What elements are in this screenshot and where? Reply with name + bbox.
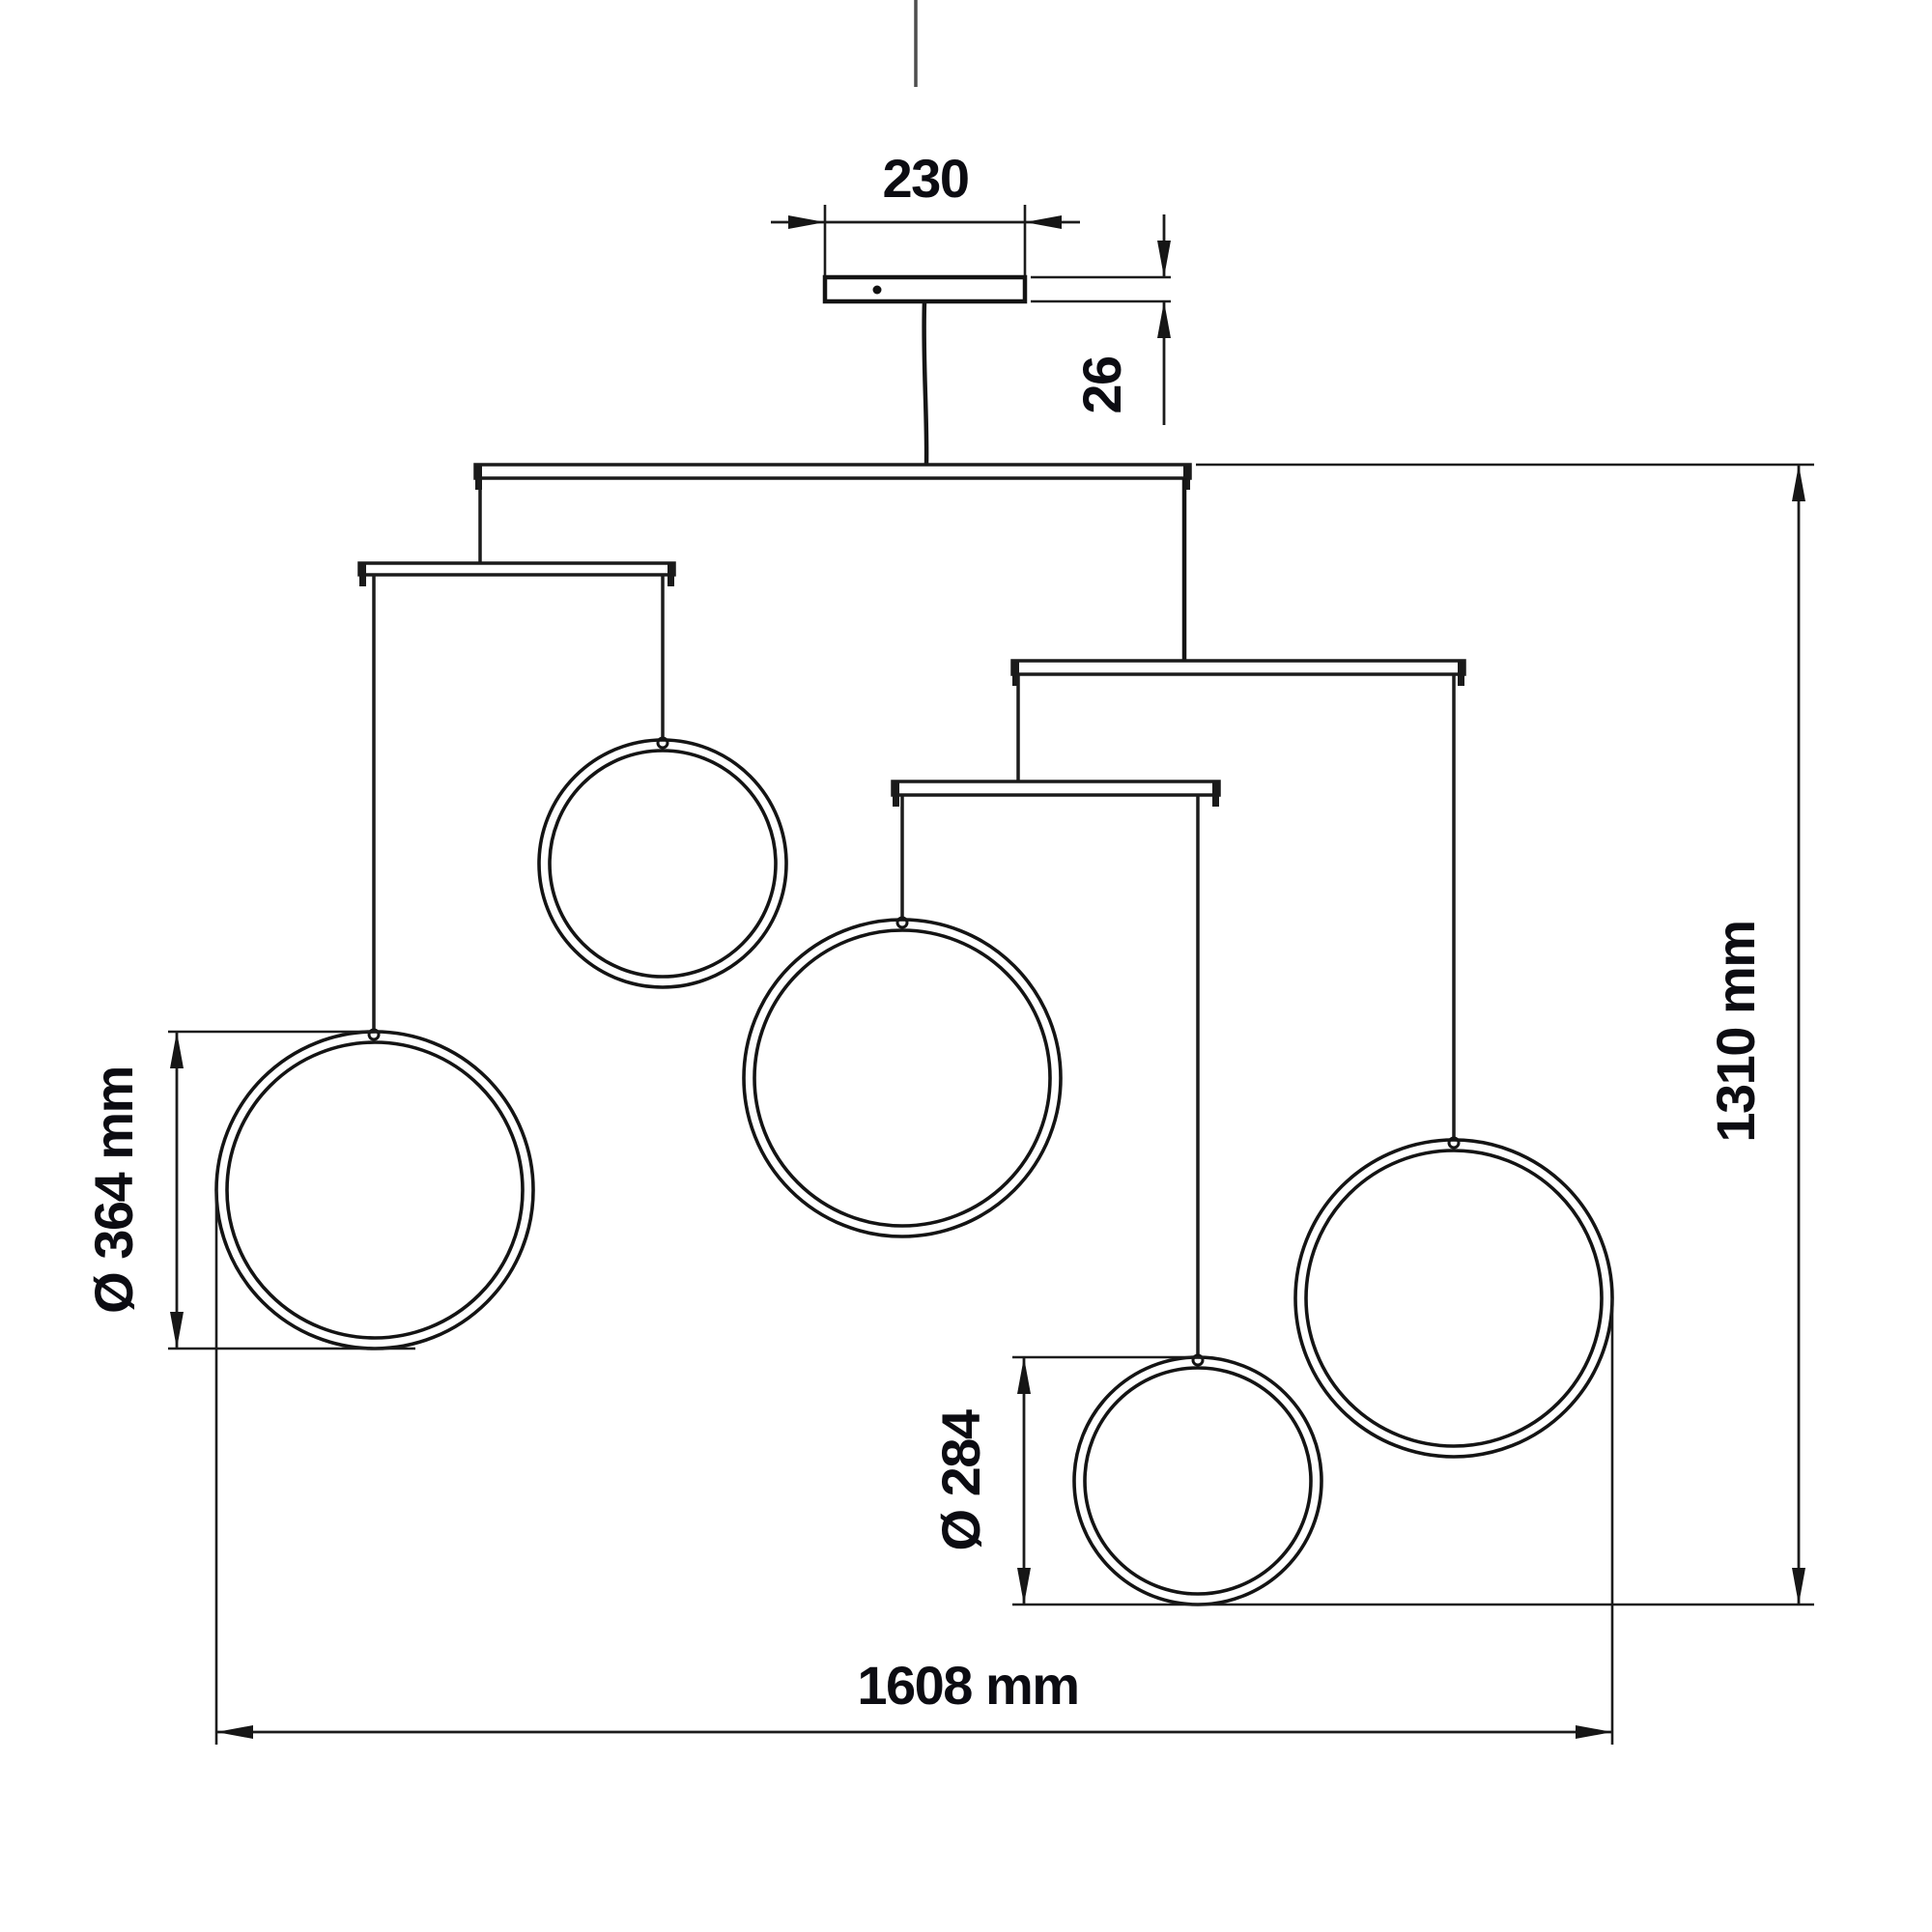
ring-upper-small-outer — [537, 738, 788, 989]
ring-right-large-inner — [1304, 1149, 1604, 1448]
ring-upper-small — [537, 738, 788, 989]
dim-large-ring-arrow-top — [170, 1032, 184, 1068]
dim-total-width-arrow-left — [216, 1725, 253, 1739]
arm-bar-3-cap-right — [1458, 661, 1464, 686]
ring-bottom-small — [1072, 1355, 1323, 1606]
arm-bar-2-body — [357, 561, 676, 577]
arm-bar-4-body — [891, 780, 1221, 797]
arm-bar-4 — [891, 780, 1221, 807]
dim-total-height-label: 1310 mm — [1705, 921, 1766, 1142]
ring-middle-large — [742, 918, 1063, 1238]
dim-total-width-arrow-right — [1576, 1725, 1612, 1739]
arm-bar-3-cap-left — [1012, 661, 1019, 686]
dim-canopy-height-arrow-top — [1157, 241, 1171, 277]
ring-middle-large-inner — [753, 928, 1052, 1228]
dim-large-ring-label: Ø 364 mm — [83, 1066, 144, 1314]
arm-bar-1 — [473, 463, 1192, 490]
arm-bar-4-cap-left — [893, 781, 899, 807]
ring-left-large-inner — [225, 1040, 525, 1340]
ring-left-large-outer — [214, 1030, 535, 1350]
dim-total-height-arrow-top — [1792, 465, 1805, 501]
dim-large-ring-arrow-bottom — [170, 1312, 184, 1349]
arm-bar-2 — [357, 561, 676, 586]
canopy — [822, 274, 1028, 304]
dim-total-width: 1608 mm — [214, 1190, 1614, 1745]
main-drop-cable — [922, 300, 929, 466]
dim-canopy-height-arrow-bottom — [1157, 301, 1171, 338]
dim-total-width-label: 1608 mm — [857, 1655, 1078, 1716]
dim-total-height: 1310 mm — [1196, 463, 1814, 1605]
arm-bar-3 — [1010, 659, 1466, 686]
arm-bar-2-cap-right — [668, 563, 674, 586]
dim-small-ring-arrow-top — [1017, 1357, 1031, 1394]
ring-left-large — [214, 1030, 535, 1350]
dim-small-ring-label: Ø 284 — [930, 1409, 991, 1550]
dim-total-height-arrow-bottom — [1792, 1568, 1805, 1605]
ring-right-large-outer — [1293, 1138, 1614, 1459]
ring-bottom-small-inner — [1083, 1366, 1313, 1596]
arm-bar-2-cap-left — [359, 563, 366, 586]
ring-upper-small-inner — [548, 749, 778, 979]
ring-right-large — [1293, 1138, 1614, 1459]
arm-bar-3-body — [1010, 659, 1466, 676]
dim-canopy-height-label: 26 — [1071, 356, 1132, 414]
dim-canopy-width-label: 230 — [883, 148, 969, 209]
canopy-screw-dot — [872, 285, 882, 295]
arm-bar-1-body — [473, 463, 1192, 480]
canopy-body — [822, 274, 1028, 304]
dim-canopy-height: 26 — [1031, 214, 1171, 425]
arm-bar-1-cap-left — [475, 465, 482, 490]
arm-bar-4-cap-right — [1212, 781, 1219, 807]
dim-canopy-width-arrow-left — [788, 215, 825, 229]
arm-bar-1-cap-right — [1183, 465, 1190, 490]
ring-bottom-small-outer — [1072, 1355, 1323, 1606]
dim-canopy-width-arrow-right — [1025, 215, 1062, 229]
dim-small-ring-diameter: Ø 284 — [930, 1355, 1814, 1606]
dim-small-ring-arrow-bottom — [1017, 1568, 1031, 1605]
dim-large-ring-diameter: Ø 364 mm — [83, 1030, 415, 1350]
dim-canopy-width: 230 — [771, 148, 1080, 275]
ring-middle-large-outer — [742, 918, 1063, 1238]
